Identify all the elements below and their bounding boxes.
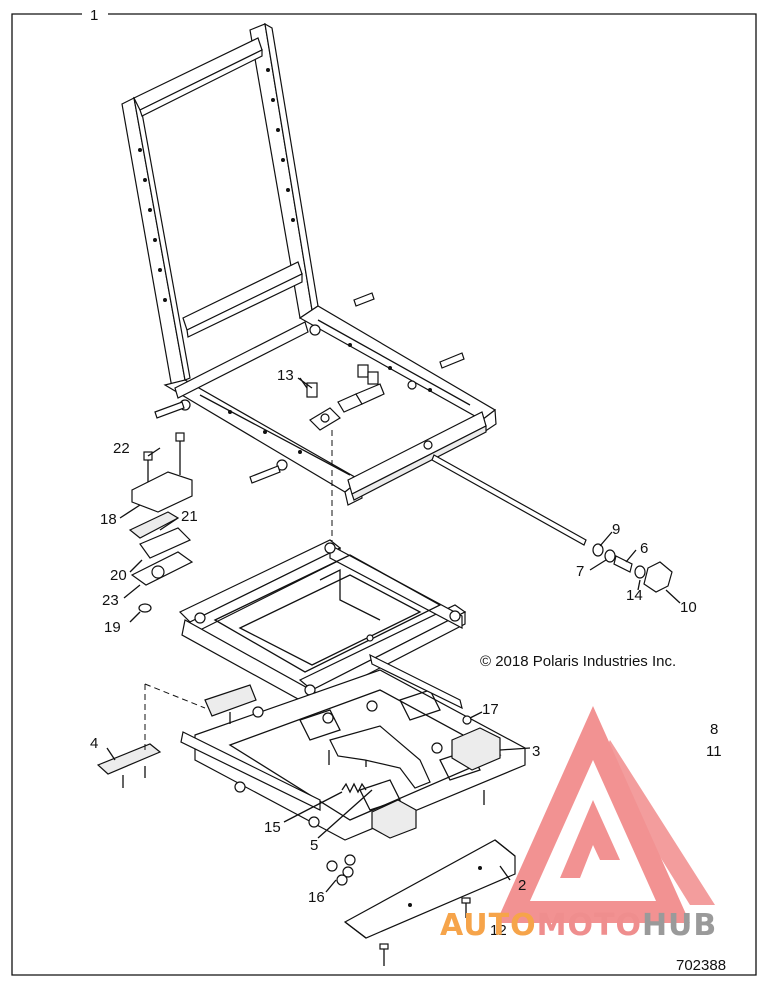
callout-10: 10 <box>680 599 697 616</box>
callout-assembly: 1 <box>90 7 98 24</box>
callout-2: 2 <box>518 877 526 894</box>
callout-7: 7 <box>576 563 584 580</box>
callout-23: 23 <box>102 592 119 609</box>
drawing-border <box>11 13 757 976</box>
watermark-part-2: MOTO <box>537 908 642 943</box>
watermark-part-1: AUTO <box>440 908 537 943</box>
callout-labels: 1 13 22 18 21 20 23 19 9 6 7 14 10 © 201… <box>90 7 726 974</box>
seat-base-frame <box>163 305 497 506</box>
callout-15: 15 <box>264 819 281 836</box>
drawing-number: 702388 <box>676 957 726 974</box>
copyright-text: © 2018 Polaris Industries Inc. <box>480 653 676 670</box>
seat-slider-assembly <box>178 539 467 711</box>
callout-13: 13 <box>277 367 294 384</box>
svg-text:AUTOMOTOHUB: AUTOMOTOHUB <box>440 908 717 943</box>
callout-4: 4 <box>90 735 98 752</box>
callout-11: 11 <box>706 743 722 760</box>
callout-3: 3 <box>532 743 540 760</box>
callout-21: 21 <box>181 508 198 525</box>
part-12-screws <box>379 897 471 966</box>
seat-back-frame <box>121 22 319 389</box>
callout-16: 16 <box>308 889 325 906</box>
callout-14: 14 <box>626 587 643 604</box>
base-plate <box>96 653 526 886</box>
watermark-part-3: HUB <box>642 908 717 943</box>
frame-pins <box>154 292 465 484</box>
callout-6: 6 <box>640 540 648 557</box>
callout-19: 19 <box>104 619 121 636</box>
part-13-brackets <box>299 364 385 431</box>
watermark-text: AUTOMOTOHUB <box>440 908 717 943</box>
callout-9: 9 <box>612 521 620 538</box>
adjustment-rod <box>431 454 673 593</box>
part-2-plate <box>343 839 516 939</box>
leader-lines <box>106 377 681 893</box>
callout-8: 8 <box>710 721 718 738</box>
callout-5: 5 <box>310 837 318 854</box>
watermark-logo <box>496 706 715 923</box>
callout-22: 22 <box>113 440 130 457</box>
callout-17: 17 <box>482 701 499 718</box>
callout-18: 18 <box>100 511 117 528</box>
callout-20: 20 <box>110 567 127 584</box>
alignment-line-3 <box>144 683 206 709</box>
callout-12: 12 <box>490 922 507 939</box>
